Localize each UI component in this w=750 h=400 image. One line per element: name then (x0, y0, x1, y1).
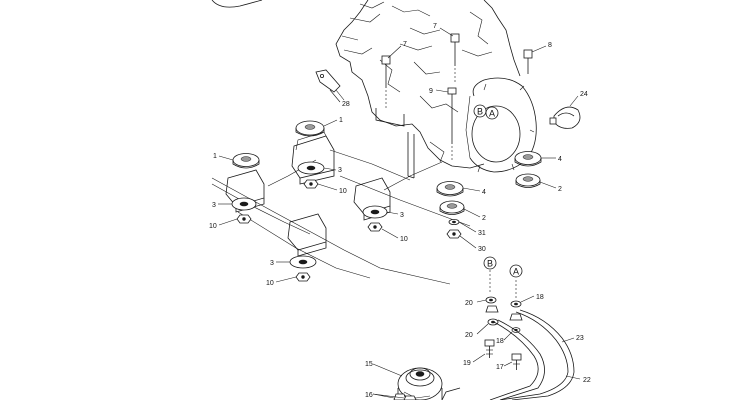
bolt-8 (523, 49, 533, 74)
callout-a-top-circle (485, 106, 499, 120)
bolt-19 (484, 339, 495, 358)
label-part-16: 16 (365, 392, 373, 399)
label-part-3-left: 3 (212, 202, 216, 209)
callout-a-low: A (513, 267, 519, 277)
label-part-3-right: 3 (400, 212, 404, 219)
rubber-mount-3-left (231, 197, 257, 211)
cable-terminal-upper (485, 305, 499, 313)
label-part-18-upper: 18 (536, 294, 544, 301)
leader-lines (218, 27, 581, 399)
label-part-15: 15 (365, 361, 373, 368)
label-part-20-lower: 20 (465, 332, 473, 339)
label-part-10-left: 10 (209, 223, 217, 230)
bolt-7-top (450, 33, 460, 82)
callout-b-low-circle (483, 256, 497, 270)
nut-10-right (367, 222, 383, 232)
cable-terminal-lower (509, 313, 523, 321)
nut-10-lower (295, 272, 311, 282)
washer-18-upper (510, 300, 522, 308)
label-part-4-right: 4 (558, 156, 562, 163)
label-part-7-left: 7 (403, 41, 407, 48)
starter-motor-15 (397, 367, 443, 400)
label-part-1-upper: 1 (339, 117, 343, 124)
callout-b-top: B (477, 107, 483, 117)
nut-30 (446, 229, 462, 239)
rubber-mount-1-left (232, 153, 260, 169)
fastener-16 (393, 393, 417, 400)
label-part-7-top: 7 (433, 23, 437, 30)
label-part-3-lower: 3 (270, 260, 274, 267)
washer-20-upper (485, 296, 497, 304)
callout-a-top: A (489, 109, 495, 119)
bolt-7-left (381, 55, 391, 108)
label-part-18-lower: 18 (496, 338, 504, 345)
washer-20-lower (487, 318, 499, 326)
label-part-17: 17 (496, 364, 504, 371)
label-part-10-lower: 10 (266, 280, 274, 287)
bolt-9 (447, 87, 457, 160)
label-part-1-left: 1 (213, 153, 217, 160)
rubber-mount-2-center (439, 200, 465, 215)
rubber-mount-4-right (514, 151, 542, 167)
label-part-9: 9 (429, 88, 433, 95)
label-part-19: 19 (463, 360, 471, 367)
callout-b-low: B (487, 259, 493, 269)
clamp-24 (549, 106, 581, 129)
rubber-mount-3-right (362, 205, 388, 219)
label-part-31: 31 (478, 230, 486, 237)
label-part-8: 8 (548, 42, 552, 49)
bracket-28 (315, 69, 345, 101)
label-part-23: 23 (576, 335, 584, 342)
nut-10-left (236, 214, 252, 224)
label-part-2-center: 2 (482, 215, 486, 222)
label-part-3-upper: 3 (338, 167, 342, 174)
rubber-mount-3-lower (289, 255, 317, 269)
label-part-10-upper: 10 (339, 188, 347, 195)
bolt-17 (511, 353, 522, 370)
rubber-mount-2-right (515, 173, 541, 188)
label-part-22: 22 (583, 377, 591, 384)
partial-part-top-left (211, 0, 263, 8)
label-part-4-center: 4 (482, 189, 486, 196)
rubber-mount-4-center (436, 181, 464, 197)
mount-plate-lower (287, 213, 327, 257)
ground-cables (441, 309, 575, 400)
label-part-10-right: 10 (400, 236, 408, 243)
label-part-24: 24 (580, 91, 588, 98)
washer-31 (448, 218, 460, 225)
mount-plate-upper (291, 131, 335, 185)
label-part-28: 28 (342, 101, 350, 108)
label-part-30: 30 (478, 246, 486, 253)
label-part-20-upper: 20 (465, 300, 473, 307)
rubber-mount-1-upper (295, 120, 325, 137)
label-part-2-right: 2 (558, 186, 562, 193)
callout-a-low-circle (509, 264, 523, 278)
rubber-mount-3-upper (297, 161, 325, 175)
nut-10-upper (303, 179, 319, 189)
